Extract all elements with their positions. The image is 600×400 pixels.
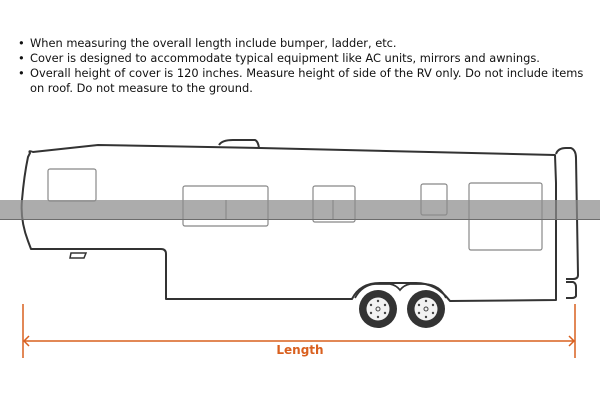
front-jack bbox=[69, 252, 88, 259]
rv-body bbox=[20, 139, 579, 302]
instruction-item: When measuring the overall length includ… bbox=[18, 36, 598, 51]
length-dimension bbox=[22, 304, 576, 358]
fender bbox=[354, 283, 447, 299]
instruction-item: Overall height of cover is 120 inches. M… bbox=[18, 66, 598, 96]
wheel-front bbox=[359, 290, 397, 328]
height-band-overlay bbox=[0, 200, 600, 220]
wheel-rear bbox=[407, 290, 445, 328]
length-label: Length bbox=[276, 343, 324, 357]
instruction-item: Cover is designed to accommodate typical… bbox=[18, 51, 598, 66]
instruction-list: When measuring the overall length includ… bbox=[18, 36, 598, 96]
